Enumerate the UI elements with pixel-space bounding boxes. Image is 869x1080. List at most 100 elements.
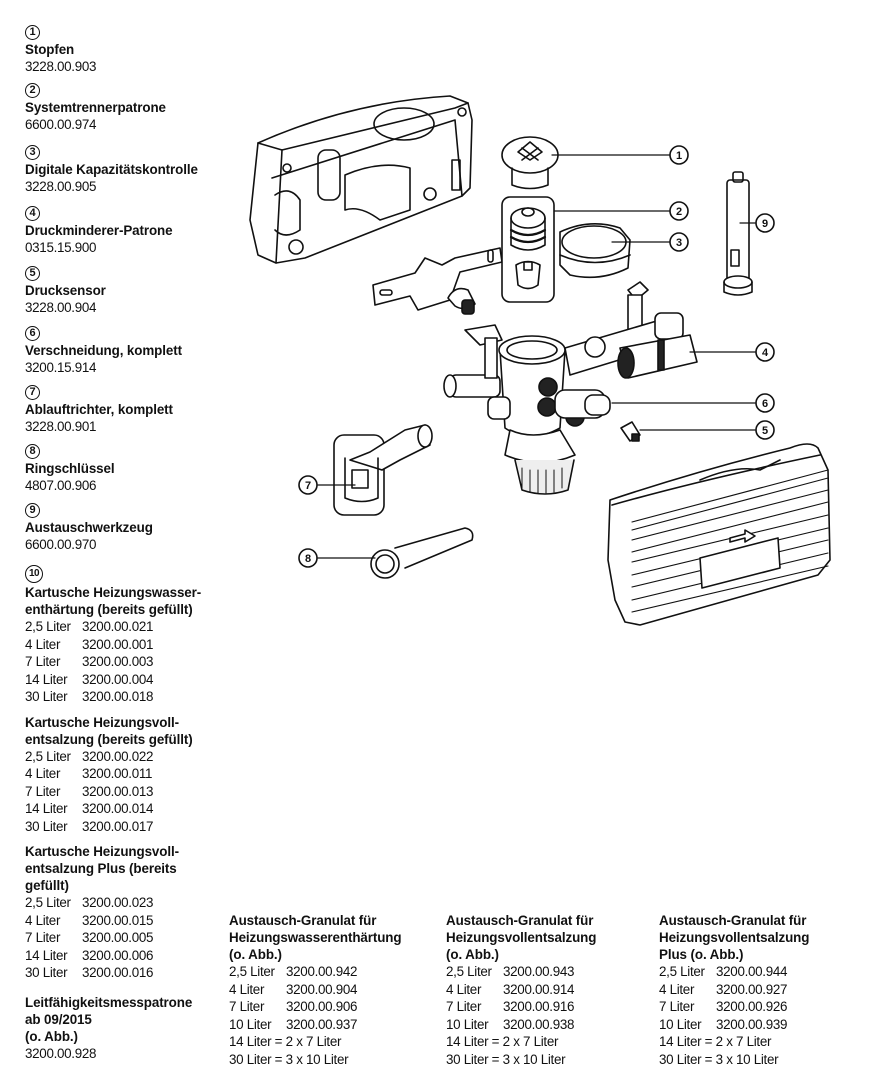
ring-wrench-drawing <box>370 527 474 579</box>
note-row: 14 Liter = 2 x 7 Liter <box>446 1034 559 1049</box>
part-code: 6600.00.970 <box>25 537 97 552</box>
part-code: 3228.00.904 <box>25 300 97 315</box>
group-title-line: (o. Abb.) <box>25 1028 78 1044</box>
system-separator-cartridge-drawing <box>501 196 555 303</box>
group-title-line: (o. Abb.) <box>229 947 282 962</box>
part-item-4: 4 Druckminderer-Patrone 0315.15.900 <box>25 203 173 256</box>
part-item-9: 9 Austauschwerkzeug 6600.00.970 <box>25 500 153 553</box>
drain-funnel-drawing <box>333 424 433 516</box>
group-title-line: entsalzung Plus (bereits <box>25 861 177 876</box>
part-name: Austauschwerkzeug <box>25 520 153 535</box>
group-title-line: Kartusche Heizungsvoll- <box>25 844 179 859</box>
svg-text:6: 6 <box>762 398 768 410</box>
part-code: 6600.00.974 <box>25 117 97 132</box>
item-number-badge: 5 <box>25 266 40 281</box>
svg-text:2: 2 <box>676 206 682 218</box>
part-item-5: 5 Drucksensor 3228.00.904 <box>25 263 106 316</box>
svg-text:3: 3 <box>676 237 682 249</box>
callout-3: 3 <box>669 232 689 252</box>
item-number-badge: 9 <box>25 503 40 518</box>
callout-6: 6 <box>755 393 775 413</box>
callout-9: 9 <box>755 213 775 233</box>
mounting-bracket-drawing <box>372 247 503 315</box>
callout-1: 1 <box>669 145 689 165</box>
item-number-badge: 1 <box>25 25 40 40</box>
part-item-8: 8 Ringschlüssel 4807.00.906 <box>25 441 115 494</box>
part-name: Drucksensor <box>25 283 106 298</box>
cartridge-group-desalination: Kartusche Heizungsvoll- entsalzung (bere… <box>25 714 201 836</box>
part-name: Systemtrennerpatrone <box>25 100 166 115</box>
granulate-desalination-plus: Austausch-Granulat für Heizungsvollentsa… <box>659 912 809 1068</box>
item-number-badge: 4 <box>25 206 40 221</box>
granulate-desalination: Austausch-Granulat für Heizungsvollentsa… <box>446 912 596 1068</box>
svg-text:5: 5 <box>762 425 768 437</box>
callout-leaders <box>317 154 756 559</box>
part-name: Druckminderer-Patrone <box>25 223 173 238</box>
part-item-6: 6 Verschneidung, komplett 3200.15.914 <box>25 323 182 376</box>
note-row: 30 Liter = 3 x 10 Liter <box>446 1051 566 1067</box>
svg-text:7: 7 <box>305 480 311 492</box>
callout-8: 8 <box>298 548 318 568</box>
callout-5: 5 <box>755 420 775 440</box>
item-number-badge: 7 <box>25 385 40 400</box>
front-cover-drawing <box>607 443 831 626</box>
svg-text:1: 1 <box>676 150 682 162</box>
part-name: Stopfen <box>25 42 75 57</box>
item-number-badge: 10 <box>25 565 43 583</box>
part-name: Ablauftrichter, komplett <box>25 402 173 417</box>
part-code: 4807.00.906 <box>25 478 97 493</box>
group-title-line: Kartusche Heizungsvoll- <box>25 714 179 730</box>
part-code: 3200.00.928 <box>25 1045 97 1061</box>
group-title-line: Kartusche Heizungswasser- <box>25 585 202 600</box>
part-code: 3228.00.901 <box>25 419 97 434</box>
item-number-badge: 8 <box>25 444 40 459</box>
svg-text:8: 8 <box>305 553 311 565</box>
group-title-line: gefüllt) <box>25 878 69 893</box>
part-name: Verschneidung, komplett <box>25 343 182 358</box>
item-number-badge: 3 <box>25 145 40 160</box>
part-name: Ringschlüssel <box>25 461 115 476</box>
group-title-line: Austausch-Granulat für <box>229 913 377 928</box>
svg-text:4: 4 <box>762 347 769 359</box>
callout-7: 7 <box>298 475 318 495</box>
item-number-badge: 2 <box>25 83 40 98</box>
callout-badges: 1 2 3 4 5 6 7 8 9 <box>298 145 775 568</box>
part-code: 0315.15.900 <box>25 240 97 255</box>
group-title-line: ab 09/2015 <box>25 1011 92 1027</box>
group-title-line: Austausch-Granulat für <box>446 913 594 928</box>
group-title-line: enthärtung (bereits gefüllt) <box>25 602 193 617</box>
item-number-badge: 6 <box>25 326 40 341</box>
part-code: 3228.00.903 <box>25 59 97 74</box>
callout-2: 2 <box>669 201 689 221</box>
part-code: 3228.00.905 <box>25 179 97 194</box>
part-item-1: 1 Stopfen 3228.00.903 <box>25 22 96 75</box>
conductivity-cartridge: Leitfähigkeitsmesspatrone ab 09/2015 (o.… <box>25 994 201 1062</box>
exploded-view-drawing: 1 2 3 4 5 6 7 8 9 <box>249 95 831 626</box>
svg-text:9: 9 <box>762 218 768 230</box>
note-row: 14 Liter = 2 x 7 Liter <box>229 1034 342 1049</box>
digital-capacity-control-drawing <box>559 223 631 279</box>
group-title-line: Heizungsvollentsalzung <box>446 930 597 945</box>
